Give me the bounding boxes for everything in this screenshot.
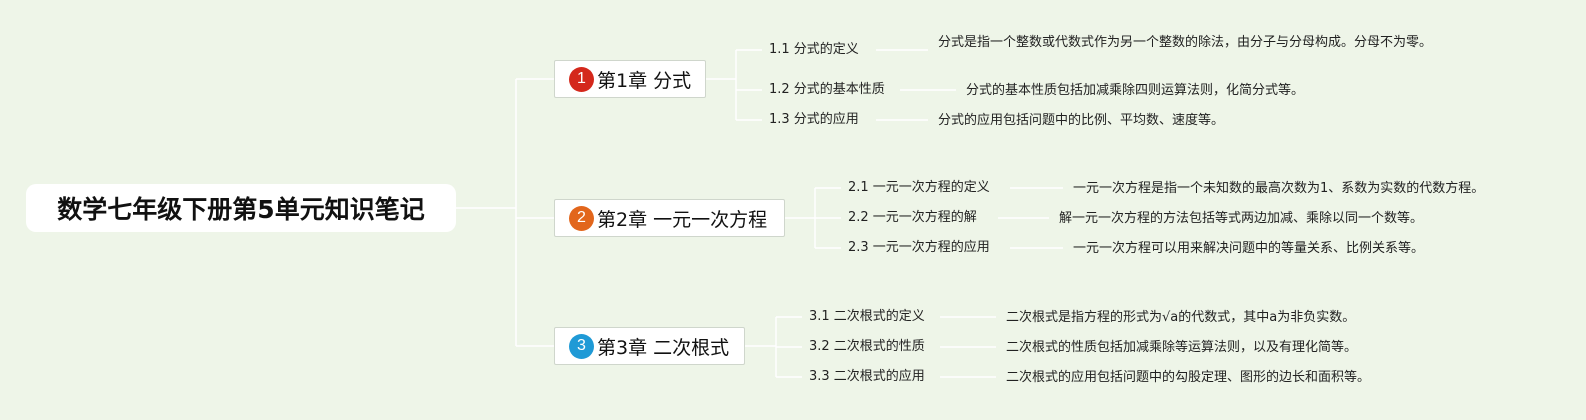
section-3-1[interactable]: 3.1 二次根式的定义 xyxy=(809,309,925,324)
section-1-1-description[interactable]: 分式是指一个整数或代数式作为另一个整数的除法，由分子与分母构成。分母不为零。 xyxy=(938,35,1433,50)
section-3-3-description[interactable]: 二次根式的应用包括问题中的勾股定理、图形的边长和面积等。 xyxy=(1006,370,1371,385)
chapter-2-title: 第2章 一元一次方程 xyxy=(597,208,768,231)
chapter-3-title: 第3章 二次根式 xyxy=(597,336,730,359)
section-3-2[interactable]: 3.2 二次根式的性质 xyxy=(809,339,925,354)
section-1-3[interactable]: 1.3 分式的应用 xyxy=(769,112,859,127)
section-3-1-description[interactable]: 二次根式是指方程的形式为√a的代数式，其中a为非负实数。 xyxy=(1006,310,1356,325)
chapter-3-node[interactable]: 3 第3章 二次根式 xyxy=(554,327,745,365)
section-1-2[interactable]: 1.2 分式的基本性质 xyxy=(769,82,885,97)
section-3-2-description[interactable]: 二次根式的性质包括加减乘除等运算法则，以及有理化简等。 xyxy=(1006,340,1358,355)
root-title: 数学七年级下册第5单元知识笔记 xyxy=(57,195,425,224)
section-1-2-description[interactable]: 分式的基本性质包括加减乘除四则运算法则，化简分式等。 xyxy=(966,83,1305,98)
number-3-badge-icon: 3 xyxy=(569,333,594,359)
section-1-3-description[interactable]: 分式的应用包括问题中的比例、平均数、速度等。 xyxy=(938,113,1225,128)
section-2-2[interactable]: 2.2 一元一次方程的解 xyxy=(848,210,977,225)
section-1-1[interactable]: 1.1 分式的定义 xyxy=(769,42,859,57)
section-2-1[interactable]: 2.1 一元一次方程的定义 xyxy=(848,180,990,195)
number-2-badge-icon: 2 xyxy=(569,205,594,231)
chapter-2-node[interactable]: 2 第2章 一元一次方程 xyxy=(554,199,785,237)
section-2-2-description[interactable]: 解一元一次方程的方法包括等式两边加减、乘除以同一个数等。 xyxy=(1059,211,1424,226)
root-topic[interactable]: 数学七年级下册第5单元知识笔记 xyxy=(26,184,456,232)
section-2-3-description[interactable]: 一元一次方程可以用来解决问题中的等量关系、比例关系等。 xyxy=(1073,241,1425,256)
chapter-1-title: 第1章 分式 xyxy=(597,69,692,92)
chapter-1-node[interactable]: 1 第1章 分式 xyxy=(554,60,706,98)
section-2-3[interactable]: 2.3 一元一次方程的应用 xyxy=(848,240,990,255)
section-2-1-description[interactable]: 一元一次方程是指一个未知数的最高次数为1、系数为实数的代数方程。 xyxy=(1073,181,1485,196)
number-1-badge-icon: 1 xyxy=(569,66,594,92)
section-3-3[interactable]: 3.3 二次根式的应用 xyxy=(809,369,925,384)
